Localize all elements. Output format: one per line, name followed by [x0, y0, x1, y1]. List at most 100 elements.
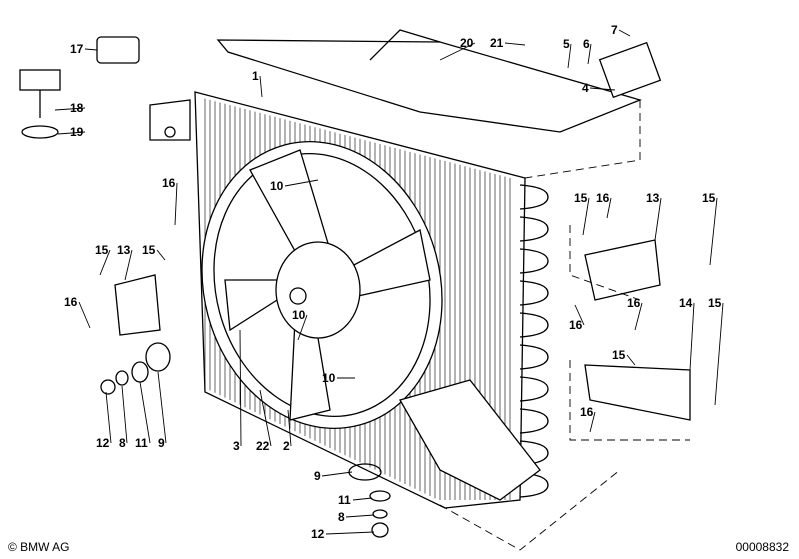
callout-15: 15: [95, 243, 109, 257]
leader-line: [587, 43, 592, 65]
grommet-9: [145, 342, 171, 372]
leader-line: [57, 131, 86, 135]
leader-line: [589, 411, 596, 433]
callout-10: 10: [322, 371, 336, 385]
leader-line: [297, 314, 308, 341]
leader-line: [589, 87, 616, 91]
tank-loop: [519, 248, 549, 274]
tank-loop: [519, 184, 549, 210]
callout-13: 13: [117, 243, 131, 257]
leader-line: [156, 249, 166, 261]
leader-line: [284, 179, 319, 187]
leader-line: [325, 531, 375, 535]
diagram-number: 00008832: [735, 540, 789, 554]
radiator-mount-left: [149, 99, 191, 141]
callout-16: 16: [162, 176, 176, 190]
bracket-13-left: [114, 274, 161, 336]
leader-line: [174, 182, 178, 226]
leader-line: [124, 249, 133, 281]
leader-line: [105, 391, 112, 444]
tank-loop: [519, 216, 549, 242]
leader-line: [99, 249, 111, 276]
callout-10: 10: [292, 308, 306, 322]
relay-17: [96, 36, 140, 64]
leader-line: [157, 371, 167, 444]
leader-line: [567, 43, 572, 69]
callout-18: 18: [70, 101, 84, 115]
callout-15: 15: [612, 348, 626, 362]
callout-21: 21: [490, 36, 504, 50]
leader-line: [714, 302, 724, 406]
leader-line: [606, 197, 612, 219]
cable-clip-4: [598, 41, 662, 99]
lower-support: [399, 379, 541, 501]
tank-loop: [519, 280, 549, 306]
tank-loop: [519, 344, 549, 370]
callout-2: 2: [283, 439, 290, 453]
leader-line: [54, 107, 86, 111]
temp-switch-18: [19, 69, 61, 91]
callout-15: 15: [574, 191, 588, 205]
tank-loop: [519, 312, 549, 338]
leader-line: [321, 471, 353, 477]
leader-line: [139, 381, 151, 444]
callout-3: 3: [233, 439, 240, 453]
callout-5: 5: [563, 37, 570, 51]
leader-line: [504, 42, 526, 46]
leader-line: [84, 48, 98, 51]
fan-blades: [224, 149, 431, 421]
callout-15: 15: [702, 191, 716, 205]
callout-16: 16: [64, 295, 78, 309]
callout-17: 17: [70, 42, 84, 56]
callout-12: 12: [96, 436, 110, 450]
callout-13: 13: [646, 191, 660, 205]
bracket-13: [584, 239, 661, 301]
leader-line: [259, 75, 263, 98]
callout-9: 9: [158, 436, 165, 450]
fan-motor: [275, 241, 361, 339]
leader-line: [582, 197, 590, 236]
leader-line: [618, 29, 631, 37]
leader-line: [654, 197, 662, 241]
leader-line: [287, 409, 292, 447]
leader-line: [121, 385, 128, 444]
callout-9: 9: [314, 469, 321, 483]
leader-line: [239, 329, 242, 447]
callout-11: 11: [338, 493, 351, 507]
leader-line: [259, 389, 272, 447]
callout-7: 7: [611, 23, 618, 37]
callout-16: 16: [580, 405, 594, 419]
leader-line: [634, 302, 643, 331]
callout-11: 11: [135, 436, 148, 450]
leader-line: [574, 304, 585, 326]
callout-8: 8: [119, 436, 126, 450]
washer-19: [21, 125, 59, 139]
callout-6: 6: [583, 37, 590, 51]
leader-line: [626, 354, 636, 366]
callout-22: 22: [256, 439, 270, 453]
callout-4: 4: [582, 81, 589, 95]
callout-15: 15: [142, 243, 156, 257]
leader-line: [78, 301, 91, 329]
leader-line: [352, 497, 373, 501]
callout-8: 8: [338, 510, 345, 524]
callout-16: 16: [596, 191, 610, 205]
callout-15: 15: [708, 296, 722, 310]
tank-loop: [519, 408, 549, 434]
callout-14: 14: [679, 296, 693, 310]
copyright: © BMW AG: [8, 540, 70, 554]
callout-1: 1: [252, 69, 259, 83]
callout-19: 19: [70, 125, 84, 139]
leader-line: [709, 197, 718, 266]
leader-line: [439, 42, 476, 61]
leader-line: [689, 302, 695, 371]
leader-line: [345, 514, 375, 518]
callout-16: 16: [569, 318, 583, 332]
callout-16: 16: [627, 296, 641, 310]
tank-loop: [519, 376, 549, 402]
bracket-14: [584, 364, 691, 421]
callout-20: 20: [460, 36, 474, 50]
callout-12: 12: [311, 527, 325, 541]
